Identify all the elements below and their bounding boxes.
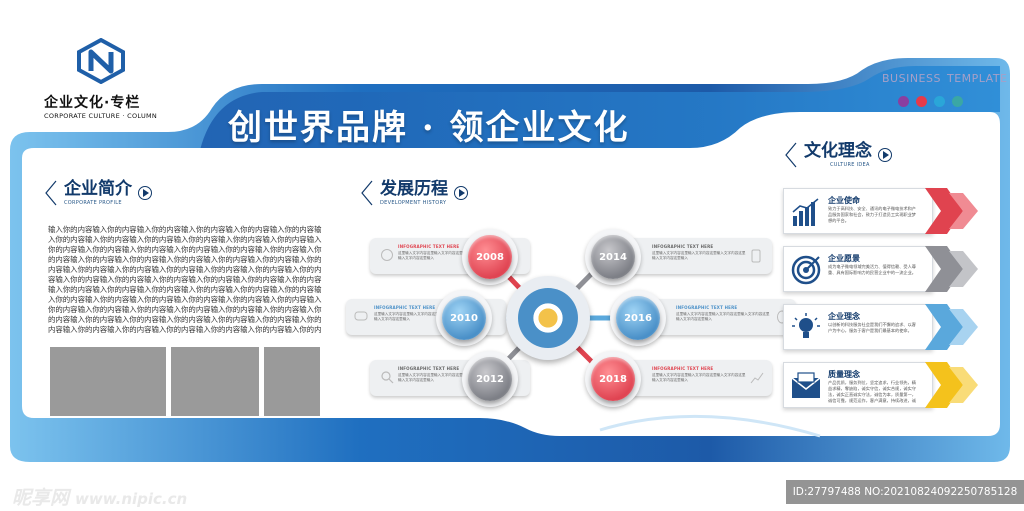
intro-subtitle: CORPORATE PROFILE — [64, 199, 122, 206]
year-2010: 2010 — [442, 296, 486, 340]
history-title: 发展历程 — [380, 178, 448, 199]
dot-red — [916, 96, 927, 107]
chevron-arrow-icon — [925, 246, 978, 292]
watermark-right: ID:27797488 NO:20210824092250785128 — [786, 480, 1024, 504]
culture-card-quality: 质量理念 产品优质，服务到位，坚定追求，行业领先，精益求精，零缺陷，诚实守信，诚… — [783, 362, 933, 408]
play-icon — [138, 186, 152, 200]
lightbulb-icon — [792, 313, 820, 338]
card-heading: INFOGRAPHIC TEXT HERE — [398, 366, 460, 371]
culture-card-vision: 企业愿景 成为电子微电领域完美活力、值得信赖、受人尊重、具有国际影响力的民营企业… — [783, 246, 933, 292]
culture-card-mission: 企业使命 致力于高科技、安全、通讯的电子微电技术和产品服务国家和社会，致力于打造… — [783, 188, 933, 234]
dot-teal — [952, 96, 963, 107]
year-2016: 2016 — [616, 296, 660, 340]
chevron-arrow-icon — [925, 362, 978, 408]
year-2008: 2008 — [468, 235, 512, 279]
hand-icon — [381, 249, 393, 261]
chart-icon — [750, 372, 764, 384]
history-header: 发展历程 DEVELOPMENT HISTORY — [360, 180, 468, 206]
bracket-icon — [361, 180, 373, 206]
card-heading: INFOGRAPHIC TEXT HERE — [676, 305, 738, 310]
culture-item-text: 产品优质，服务到位，坚定追求，行业领先，精益求精，零缺陷，诚实守信，诚实合规，诚… — [828, 380, 916, 403]
chevron-arrow-icon — [925, 304, 978, 350]
culture-item-title: 企业理念 — [828, 312, 860, 321]
card-body: 这里输入文字内容这里输入文字内容这里输入文字内容这里输入文字内容这里输入 — [676, 312, 770, 321]
intro-body: 输入你的内容输入你的内容输入你的内容输入你的内容输入你的内容输入你的内容输入你的… — [48, 225, 322, 334]
dot-purple — [898, 96, 909, 107]
bracket-icon — [45, 180, 57, 206]
search-icon — [381, 371, 394, 384]
intro-title: 企业简介 — [64, 178, 132, 199]
chevron-arrow-icon — [925, 188, 978, 234]
bracket-icon — [785, 142, 797, 168]
card-body: 这里输入文字内容这里输入文字内容这里输入文字内容这里输入文字内容这里输入 — [652, 373, 746, 382]
card-heading: INFOGRAPHIC TEXT HERE — [652, 244, 714, 249]
play-icon — [454, 186, 468, 200]
phone-icon — [751, 249, 761, 263]
year-2012: 2012 — [468, 357, 512, 401]
history-subtitle: DEVELOPMENT HISTORY — [380, 199, 447, 206]
watermark-url: www.nipic.cn — [75, 490, 188, 508]
card-heading: INFOGRAPHIC TEXT HERE — [652, 366, 714, 371]
hub-core — [518, 288, 578, 348]
culture-title: 文化理念 — [804, 140, 872, 161]
culture-item-title: 企业愿景 — [828, 254, 860, 263]
template-word: TEMPLATE — [946, 72, 1008, 85]
photo-placeholder-2 — [171, 347, 259, 416]
dot-blue — [934, 96, 945, 107]
culture-item-text: 成为电子微电领域完美活力、值得信赖、受人尊重、具有国际影响力的民营企业中的一流企… — [828, 264, 916, 275]
card-heading: INFOGRAPHIC TEXT HERE — [398, 244, 460, 249]
business-template-label: BUSINESS TEMPLATE — [882, 72, 1007, 85]
culture-item-title: 质量理念 — [828, 370, 860, 379]
play-icon — [878, 148, 892, 162]
intro-header: 企业简介 CORPORATE PROFILE — [44, 180, 152, 206]
brand-logo-icon — [77, 38, 125, 84]
business-word: BUSINESS — [882, 72, 941, 85]
card-body: 这里输入文字内容这里输入文字内容这里输入文字内容这里输入文字内容这里输入 — [398, 251, 492, 260]
photo-placeholder-3 — [264, 347, 320, 416]
culture-card-philosophy: 企业理念 以创新的科技服务社会是我们不懈的追求、以客户为中心，服务于客户是我们最… — [783, 304, 933, 350]
card-body: 这里输入文字内容这里输入文字内容这里输入文字内容这里输入文字内容这里输入 — [374, 312, 468, 321]
mail-icon — [791, 372, 821, 398]
card-body: 这里输入文字内容这里输入文字内容这里输入文字内容这里输入文字内容这里输入 — [398, 373, 492, 382]
culture-item-text: 以创新的科技服务社会是我们不懈的追求、以客户为中心，服务于客户是我们最基本的使命… — [828, 322, 916, 333]
culture-header: 文化理念 CULTURE IDEA — [784, 142, 892, 168]
photo-placeholder-1 — [50, 347, 166, 416]
year-2018: 2018 — [591, 357, 635, 401]
bar-chart-icon — [792, 198, 819, 226]
culture-item-title: 企业使命 — [828, 196, 860, 205]
chat-icon — [354, 311, 368, 321]
color-dots — [898, 92, 970, 111]
watermark-left: 昵享网 www.nipic.cn — [12, 483, 187, 510]
culture-subtitle: CULTURE IDEA — [830, 161, 870, 168]
watermark-logo-text: 昵享网 — [12, 487, 70, 509]
banner-title: 创世界品牌 · 领企业文化 — [228, 108, 630, 148]
culture-item-text: 致力于高科技、安全、通讯的电子微电技术和产品服务国家和社会，致力于打造员工实现职… — [828, 206, 916, 223]
card-body: 这里输入文字内容这里输入文字内容这里输入文字内容这里输入文字内容这里输入 — [652, 251, 746, 260]
brand-name: 企业文化·专栏 — [44, 95, 141, 111]
brand-subtitle: CORPORATE CULTURE · COLUMN — [44, 112, 158, 120]
target-icon — [791, 255, 821, 285]
year-2014: 2014 — [591, 235, 635, 279]
card-heading: INFOGRAPHIC TEXT HERE — [374, 305, 436, 310]
